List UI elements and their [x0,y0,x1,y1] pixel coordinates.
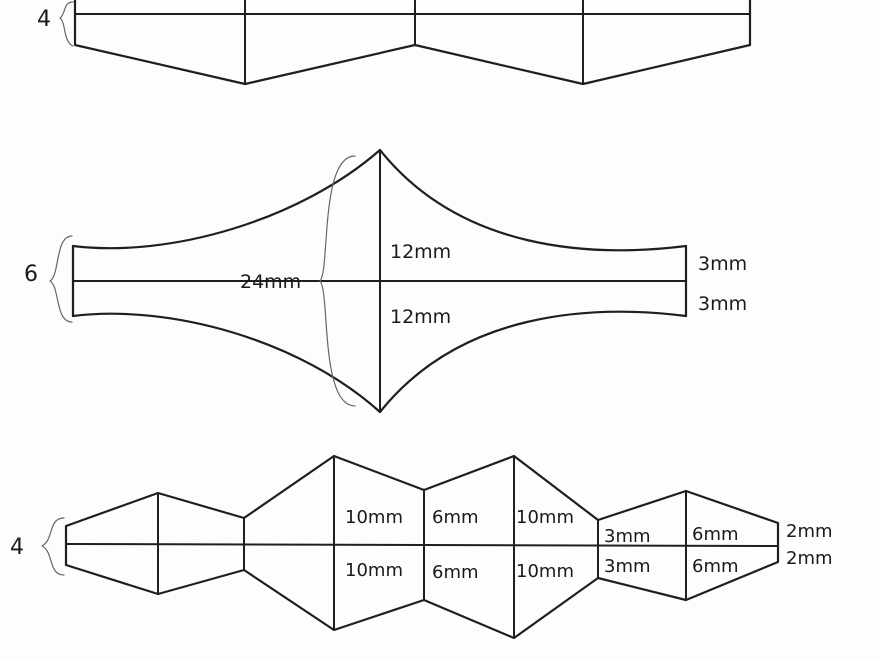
middle-shape-side-brace [49,235,73,323]
bottom-shape-upper-2: 6mm [432,507,479,528]
bottom-shape-upper-4: 3mm [604,526,651,547]
middle-shape-top-left-curve [71,148,382,250]
bottom-shape-upper-5: 6mm [692,524,739,545]
bottom-shape-centerline [65,543,779,547]
middle-shape-right-lower-label: 3mm [698,293,747,315]
middle-shape-height-brace [319,155,356,407]
middle-shape-bottom-right-curve [378,310,688,414]
bottom-shape-side-brace [41,517,65,576]
middle-shape-side-label: 6 [24,262,38,287]
bottom-shape-outline [64,454,780,640]
bottom-shape-upper-6: 2mm [786,521,833,542]
middle-shape-lower-center-label: 12mm [390,306,451,328]
middle-bead-shape: 6 24mm 12mm 12mm 3mm 3mm [24,148,747,414]
bottom-shape-lower-5: 6mm [692,556,739,577]
bottom-shape-upper-1: 10mm [345,507,403,528]
bottom-shape-side-label: 4 [10,535,24,560]
bottom-shape-upper-3: 10mm [516,507,574,528]
top-bead-shape: 4 [37,0,752,86]
bottom-shape-lower-3: 10mm [516,561,574,582]
bottom-shape-lower-6: 2mm [786,548,833,569]
middle-shape-upper-center-label: 12mm [390,241,451,263]
bottom-shape-lower-2: 6mm [432,562,479,583]
top-shape-brace [59,1,74,47]
top-shape-outline [73,0,752,86]
bottom-bead-shape: 4 10mm 6mm 10mm 3mm 6mm 2mm 10mm 6mm 10m… [10,454,833,640]
bottom-shape-lower-4: 3mm [604,556,651,577]
middle-shape-top-right-curve [378,148,688,252]
middle-shape-height-label: 24mm [240,271,301,293]
middle-shape-bottom-left-curve [71,312,382,414]
bottom-shape-lower-1: 10mm [345,560,403,581]
top-shape-side-label: 4 [37,7,51,32]
middle-shape-right-upper-label: 3mm [698,253,747,275]
